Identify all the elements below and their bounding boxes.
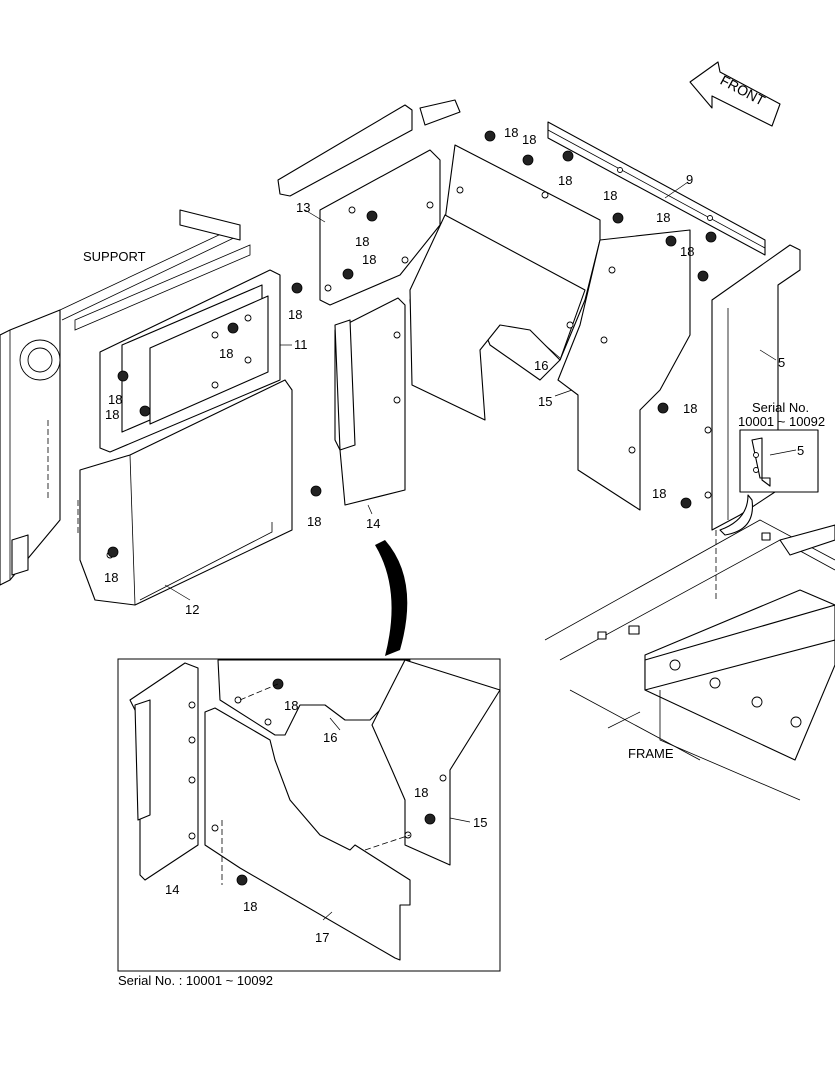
front-arrow: FRONT [689, 61, 781, 127]
bolt-18-label-10: 18 [219, 346, 233, 361]
bolt-18-label-7: 18 [355, 234, 369, 249]
serial-inset-range: 10001 ~ 10092 [738, 414, 825, 429]
bolt-18-label-16: 18 [652, 486, 666, 501]
detail-bolt-18-label-2: 18 [414, 785, 428, 800]
serial-inset: 5 Serial No. 10001 ~ 10092 [719, 400, 825, 536]
bolt-18-label-11: 18 [108, 392, 122, 407]
bolt-18-label-3: 18 [558, 173, 572, 188]
bolt-18-label-9: 18 [288, 307, 302, 322]
bolts-main [107, 130, 717, 558]
part-16-panel: 16 [409, 144, 601, 421]
serial-detail-caption: Serial No. : 10001 ~ 10092 [118, 973, 273, 988]
bolt-18-label-12: 18 [105, 407, 119, 422]
bolt-18-label-8: 18 [362, 252, 376, 267]
part-11-label: 11 [294, 337, 308, 352]
part-14-bracket: 14 [334, 297, 406, 531]
bolt-18-label-15: 18 [683, 401, 697, 416]
bolt-18-label-5: 18 [656, 210, 670, 225]
bolt-18-label-14: 18 [104, 570, 118, 585]
detail-part-15-label: 15 [473, 815, 487, 830]
detail-box: 14 16 15 17 18 18 18 [117, 658, 501, 972]
part-9-rail: 9 [547, 121, 766, 256]
part-13-bracket: 13 [277, 99, 461, 306]
part-5-label: 5 [778, 355, 785, 370]
bolt-18-label-4: 18 [603, 188, 617, 203]
detail-part-14-label: 14 [165, 882, 179, 897]
part-14-label: 14 [366, 516, 380, 531]
frame-structure: FRAME [544, 519, 835, 801]
part-12-label: 12 [185, 602, 199, 617]
part-9-label: 9 [686, 172, 693, 187]
part-15-label: 15 [538, 394, 552, 409]
bolt-18-label-1: 18 [504, 125, 518, 140]
bolt-labels-main: 18 18 18 18 18 18 18 18 18 18 18 18 18 1… [104, 125, 697, 585]
bolt-18-label-6: 18 [680, 244, 694, 259]
bolt-18-label-13: 18 [307, 514, 321, 529]
serial-inset-part-5: 5 [797, 443, 804, 458]
detail-bolt-18-label-3: 18 [243, 899, 257, 914]
part-13-label: 13 [296, 200, 310, 215]
part-12-cover: 12 [79, 379, 293, 617]
support-structure: SUPPORT [0, 209, 251, 586]
part-15-panel: 15 [538, 229, 691, 511]
frame-label: FRAME [628, 746, 674, 761]
detail-part-17-label: 17 [315, 930, 329, 945]
part-16-label: 16 [534, 358, 548, 373]
serial-inset-title: Serial No. [752, 400, 809, 415]
bolt-18-label-2: 18 [522, 132, 536, 147]
detail-arrow [375, 540, 408, 656]
detail-bolt-18-label-1: 18 [284, 698, 298, 713]
support-label: SUPPORT [83, 249, 146, 264]
detail-part-16-label: 16 [323, 730, 337, 745]
